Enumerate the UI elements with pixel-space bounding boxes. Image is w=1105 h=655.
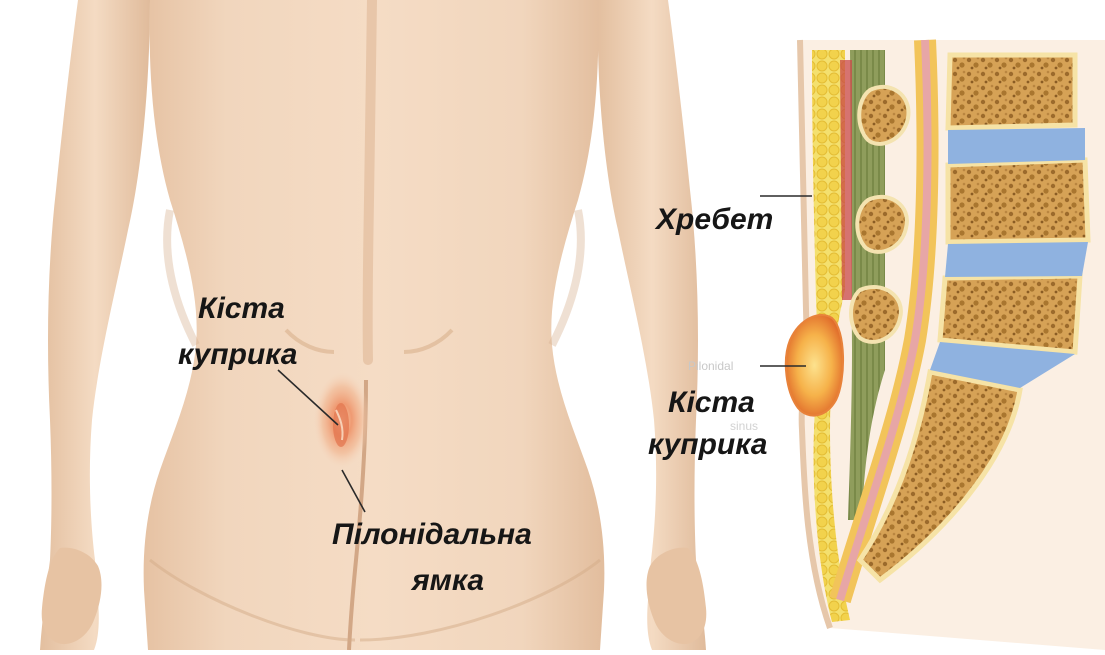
muscle-layer	[848, 50, 885, 520]
spine-cross-section: Pilonidal sinus	[688, 39, 1105, 650]
left-arm	[40, 0, 150, 650]
vertebrae	[856, 52, 1091, 584]
faint-label-sinus: sinus	[730, 419, 758, 433]
spinous-process	[857, 84, 911, 146]
right-hand	[646, 547, 707, 645]
label-cyst-left-line2: куприка	[178, 338, 298, 371]
label-pilonidal-line1: Пілонідальна	[332, 518, 532, 551]
back	[143, 0, 605, 650]
faint-label-pilonidal: Pilonidal	[688, 359, 733, 373]
label-pilonidal-line2: ямка	[412, 564, 485, 597]
leader-line-pilonidal	[341, 469, 366, 513]
label-spine: Хребет	[656, 203, 774, 236]
pilonidal-cyst	[784, 313, 844, 417]
left-hand	[41, 547, 102, 645]
leader-line-cyst-left	[277, 369, 339, 426]
label-cyst-right-line2: куприка	[648, 428, 768, 461]
spine-groove	[362, 0, 377, 365]
intervertebral-discs	[930, 128, 1088, 388]
label-cyst-left-line1: Кіста	[198, 292, 285, 325]
torso-figure	[40, 0, 707, 651]
right-arm	[597, 0, 706, 650]
label-cyst-right-line1: Кіста	[668, 386, 755, 419]
